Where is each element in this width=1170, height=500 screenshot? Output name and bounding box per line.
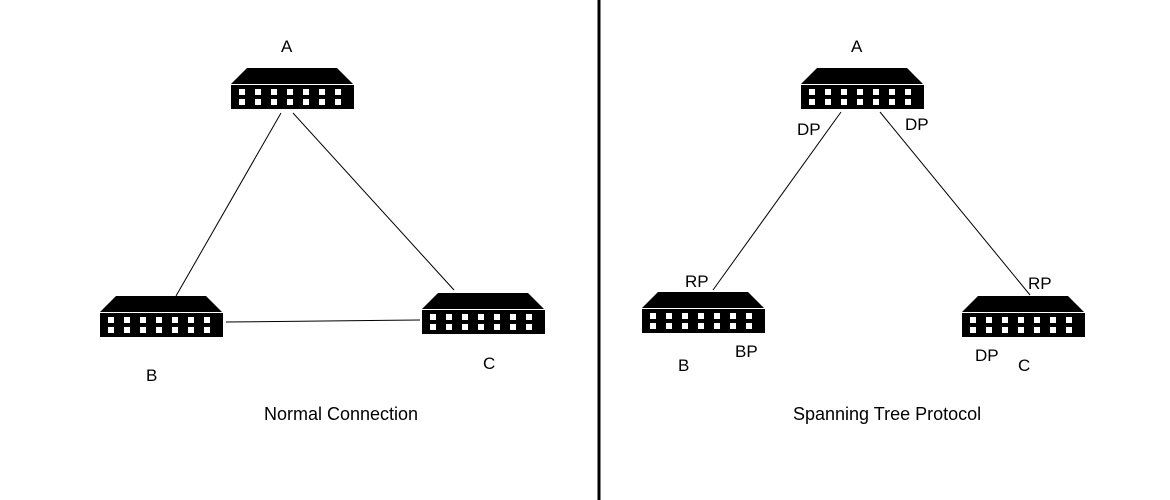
switch-c-normal bbox=[422, 293, 545, 334]
link-b-c bbox=[225, 319, 421, 323]
switch-b-normal bbox=[100, 296, 223, 337]
switch-a-label: A bbox=[281, 37, 293, 56]
link-a-c bbox=[292, 112, 455, 291]
switch-c-label: C bbox=[483, 354, 496, 373]
stp-switch-a-label: A bbox=[851, 37, 863, 56]
port-label-b-blocked: BP bbox=[735, 342, 758, 361]
link-a-b bbox=[175, 112, 282, 297]
stp-switch-b-label: B bbox=[678, 356, 690, 375]
normal-connection-caption: Normal Connection bbox=[264, 404, 419, 424]
port-label-c-root: RP bbox=[1028, 274, 1052, 293]
port-label-a-left: DP bbox=[797, 120, 821, 139]
switch-b-label: B bbox=[146, 366, 158, 385]
switch-c-stp bbox=[962, 296, 1085, 337]
switch-a-stp bbox=[801, 68, 924, 109]
port-label-a-right: DP bbox=[905, 115, 929, 134]
stp-switch-c-label: C bbox=[1018, 356, 1031, 375]
switch-b-stp bbox=[642, 292, 765, 333]
spanning-tree-caption: Spanning Tree Protocol bbox=[793, 404, 982, 424]
switch-a-normal bbox=[231, 68, 354, 109]
stp-link-a-c bbox=[879, 111, 1031, 296]
port-label-b-root: RP bbox=[685, 272, 709, 291]
port-label-c-designated: DP bbox=[975, 346, 999, 365]
stp-link-a-b bbox=[712, 111, 842, 291]
